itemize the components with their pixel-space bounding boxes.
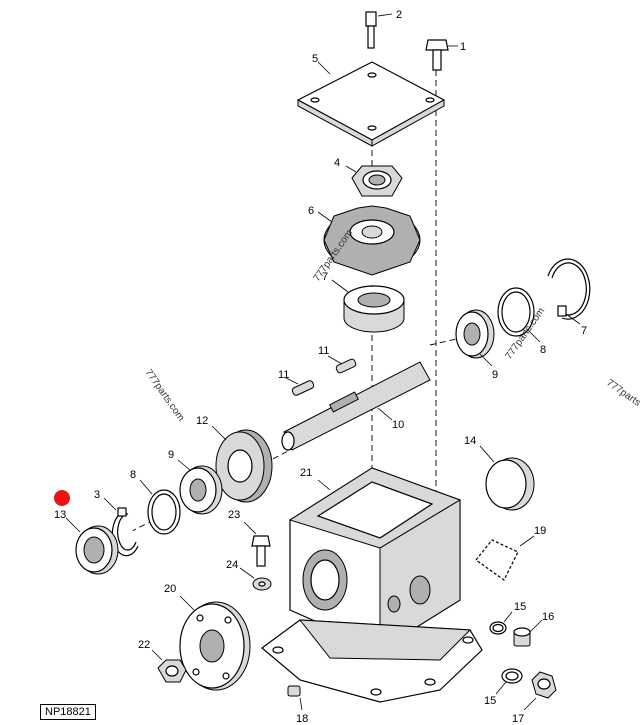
- callout-4: 4: [334, 157, 340, 169]
- part-o-ring-lower: [495, 668, 523, 695]
- part-cap: [479, 445, 535, 511]
- callout-7-upper: 7: [581, 325, 587, 337]
- part-flange: [179, 595, 251, 691]
- part-bolt: [425, 39, 458, 71]
- part-ring-upper: [497, 287, 541, 343]
- part-gearbox-housing: [288, 467, 462, 651]
- callout-3: 5: [312, 53, 318, 65]
- callout-18: 19: [534, 525, 546, 537]
- callout-9-upper: 9: [492, 369, 498, 381]
- callout-11-left: 11: [278, 369, 289, 381]
- callout-11-right: 11: [318, 345, 329, 357]
- part-seal: [65, 517, 119, 575]
- part-plug-16: [513, 619, 543, 647]
- callout-22: 22: [138, 639, 150, 651]
- part-bearing-lower: [177, 459, 223, 515]
- part-nut: [345, 165, 403, 197]
- callout-14: 14: [464, 435, 476, 447]
- callout-17: 17: [512, 713, 524, 725]
- part-key-right: [327, 355, 357, 374]
- watermark-4: 777parts: [604, 377, 642, 408]
- callout-16: 16: [542, 611, 554, 623]
- part-ring-lower: [139, 479, 181, 535]
- callout-15-upper: 15: [514, 601, 526, 613]
- callout-20: 20: [164, 583, 176, 595]
- part-snap-ring-upper: [547, 258, 591, 325]
- selection-marker-dot[interactable]: [54, 490, 70, 506]
- callout-21: 21: [300, 467, 312, 479]
- callout-24: 24: [226, 559, 238, 571]
- part-snap-ring-lower: [103, 497, 139, 557]
- callout-8-upper: 8: [540, 344, 546, 356]
- callout-19: 18: [296, 713, 308, 725]
- part-plug-17: [523, 671, 557, 711]
- watermark-3: 777parts.com: [143, 367, 187, 423]
- callout-23: 23: [228, 509, 240, 521]
- part-bevel-gear: [317, 205, 421, 276]
- callout-1: 1: [460, 41, 466, 53]
- part-grease-fitting: [365, 11, 393, 49]
- part-cover-plate: [296, 61, 446, 147]
- callout-15-lower: 15: [484, 695, 496, 707]
- callout-6: 7: [322, 271, 328, 283]
- part-bearing-upper: [455, 309, 495, 367]
- part-gasket: [475, 535, 535, 581]
- part-base-plate: [261, 619, 483, 703]
- part-o-ring-upper: [489, 611, 513, 635]
- callout-13: 13: [54, 509, 66, 521]
- part-bolt-23: [243, 521, 271, 567]
- part-spur-gear: [211, 425, 273, 503]
- callout-12: 12: [196, 415, 208, 427]
- callout-labels: 2 1 5 4 6 7 7 8 9 11 11 10 12 9 8 3 13 1…: [54, 9, 587, 725]
- part-shaft: [281, 361, 431, 451]
- callout-8-lower: 8: [130, 469, 136, 481]
- callout-10: 10: [392, 419, 404, 431]
- part-washer: [239, 567, 272, 591]
- part-plug-19: [287, 685, 303, 711]
- callout-9-lower: 9: [168, 449, 174, 461]
- callout-2: 2: [396, 9, 402, 21]
- part-key-left: [285, 377, 315, 396]
- part-bearing-top: [331, 279, 405, 333]
- callout-5: 6: [308, 205, 314, 217]
- callout-7-lower: 3: [94, 489, 100, 501]
- part-nut-22: [151, 649, 187, 683]
- diagram-reference-number: NP18821: [40, 704, 96, 720]
